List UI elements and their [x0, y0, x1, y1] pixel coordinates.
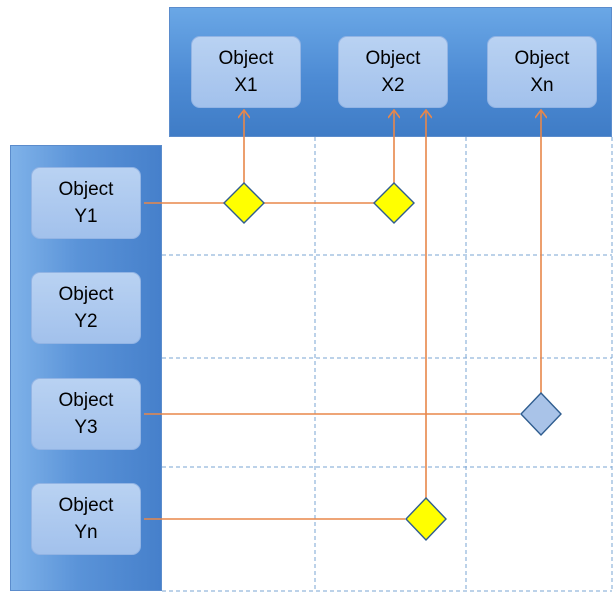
object-id: X1: [234, 75, 258, 96]
object-label: Object: [58, 179, 114, 200]
diamonds: [223, 182, 562, 542]
object-label: Object: [365, 48, 421, 69]
object-id: Xn: [530, 75, 554, 96]
object-y2[interactable]: Object Y2: [31, 272, 141, 344]
object-label: Object: [58, 495, 114, 516]
diamond-yn-x2[interactable]: [405, 496, 447, 542]
object-x2[interactable]: Object X2: [338, 36, 448, 108]
connectors: [144, 110, 541, 520]
object-x1[interactable]: Object X1: [191, 36, 301, 108]
diamond-y1-x2[interactable]: [373, 182, 415, 224]
object-id: Y2: [74, 311, 98, 332]
diamond-y3-xn[interactable]: [520, 391, 562, 437]
object-id: Yn: [74, 522, 98, 543]
object-label: Object: [514, 48, 570, 69]
object-label: Object: [58, 390, 114, 411]
object-xn[interactable]: Object Xn: [487, 36, 597, 108]
object-y1[interactable]: Object Y1: [31, 167, 141, 239]
object-id: Y3: [74, 417, 98, 438]
matrix-grid: [162, 137, 613, 592]
object-yn[interactable]: Object Yn: [31, 483, 141, 555]
object-y3[interactable]: Object Y3: [31, 378, 141, 450]
diamond-y1-x1[interactable]: [223, 182, 265, 224]
object-label: Object: [218, 48, 274, 69]
object-id: Y1: [74, 206, 98, 227]
object-label: Object: [58, 284, 114, 305]
object-id: X2: [381, 75, 405, 96]
